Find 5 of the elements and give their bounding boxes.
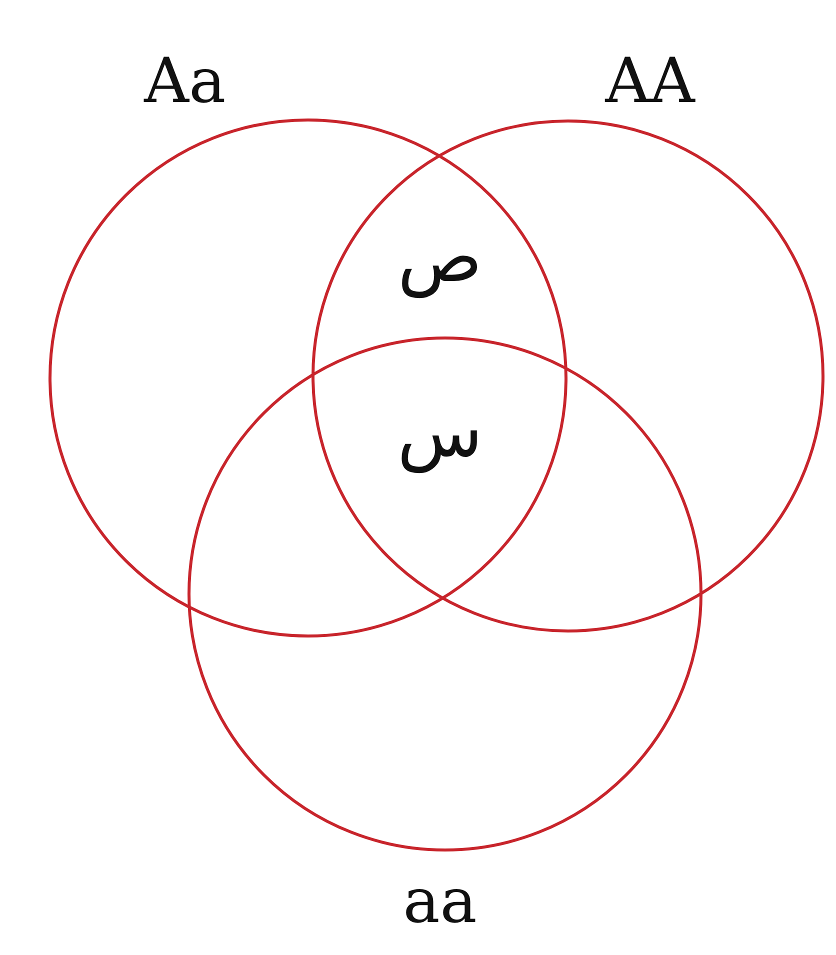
region-letter: ص: [398, 215, 482, 299]
set-label: AA: [605, 50, 695, 112]
region-letter: س: [397, 390, 483, 474]
set-label: aa: [403, 870, 477, 932]
set-label: Aa: [144, 50, 226, 112]
